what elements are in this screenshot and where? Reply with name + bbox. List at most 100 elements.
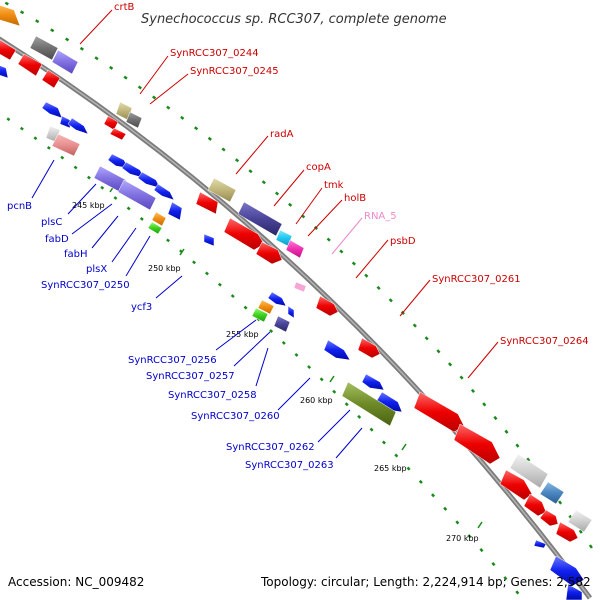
- label-SynRCC307_0257[interactable]: SynRCC307_0257: [146, 371, 235, 382]
- gene-red-6[interactable]: [195, 191, 219, 215]
- tick-dot: [326, 237, 331, 242]
- gene-red-1[interactable]: [0, 39, 17, 61]
- gene-blue-1[interactable]: [41, 101, 63, 119]
- label-SynRCC307_0245[interactable]: SynRCC307_0245: [190, 66, 279, 77]
- gene-darkpurple-0257[interactable]: [273, 315, 291, 333]
- tick-dot: [412, 323, 417, 328]
- gene-blue-8[interactable]: [167, 201, 183, 221]
- tick-dot: [578, 529, 583, 534]
- gene-red-2[interactable]: [17, 53, 43, 77]
- gene-gray-2[interactable]: [125, 111, 143, 129]
- label-RNA_5[interactable]: RNA_5: [364, 211, 397, 222]
- gene-steel-1[interactable]: [539, 481, 565, 505]
- tick-dot: [60, 155, 65, 160]
- gene-crtB-partner[interactable]: [0, 4, 21, 27]
- forward-gene-labels: crtB SynRCC307_0244 SynRCC307_0245 radA …: [79, 2, 589, 379]
- tick-dot: [381, 440, 386, 445]
- label-fabH[interactable]: fabH: [64, 249, 88, 260]
- tick-dot: [351, 261, 356, 266]
- label-crtB[interactable]: crtB: [114, 2, 135, 13]
- gene-red-13[interactable]: [539, 509, 559, 527]
- label-copA[interactable]: copA: [306, 162, 331, 173]
- label-SynRCC307_0261[interactable]: SynRCC307_0261: [432, 274, 521, 285]
- gene-purple-fabD[interactable]: [117, 179, 157, 211]
- gene-red-12[interactable]: [523, 493, 547, 517]
- gene-blue-13[interactable]: [549, 555, 585, 587]
- label-SynRCC307_0263[interactable]: SynRCC307_0263: [245, 460, 334, 471]
- gene-red-7[interactable]: [223, 217, 265, 251]
- gene-blue-5[interactable]: [121, 161, 145, 179]
- tick-245kbp: 245 kbp: [72, 185, 115, 210]
- tick-dot: [261, 180, 266, 185]
- label-fabD[interactable]: fabD: [45, 234, 69, 245]
- tick-dot: [288, 202, 293, 207]
- gene-green-plsX[interactable]: [147, 221, 163, 235]
- gene-pink-small[interactable]: [293, 281, 307, 293]
- gene-lightgray-2[interactable]: [567, 509, 593, 533]
- label-SynRCC307_0250[interactable]: SynRCC307_0250: [41, 280, 130, 291]
- tick-dot: [431, 493, 436, 498]
- label-SynRCC307_0262[interactable]: SynRCC307_0262: [226, 442, 315, 453]
- gene-blue-0258[interactable]: [323, 339, 351, 361]
- gene-blue-12[interactable]: [533, 539, 547, 549]
- label-pcnB[interactable]: pcnB: [7, 201, 32, 212]
- gene-magenta-holB[interactable]: [285, 239, 305, 259]
- gene-orange-0256[interactable]: [257, 299, 275, 315]
- tick-dot: [406, 466, 411, 471]
- tick-dot: [418, 479, 423, 484]
- tick-dot: [482, 402, 487, 407]
- label-SynRCC307_0264[interactable]: SynRCC307_0264: [500, 336, 589, 347]
- tick-dot: [424, 336, 429, 341]
- gene-red-11[interactable]: [499, 469, 533, 501]
- gene-red-10[interactable]: [453, 423, 501, 465]
- label-psbD[interactable]: psbD: [390, 236, 416, 247]
- tick-dot: [33, 136, 38, 141]
- gene-blue-7[interactable]: [153, 183, 175, 201]
- gene-red-3[interactable]: [41, 69, 61, 89]
- gene-blue-3[interactable]: [67, 117, 89, 135]
- tick-dot: [459, 375, 464, 380]
- tick-250kbp: 250 kbp: [148, 248, 185, 273]
- gene-pink-pcnB[interactable]: [51, 133, 81, 157]
- label-radA[interactable]: radA: [270, 129, 294, 140]
- tick-dot: [192, 260, 196, 265]
- label-plsX[interactable]: plsX: [86, 264, 107, 275]
- gene-lightgray-1[interactable]: [509, 453, 549, 489]
- label-SynRCC307_0244[interactable]: SynRCC307_0244: [170, 48, 259, 59]
- label-holB[interactable]: holB: [344, 193, 366, 204]
- gene-orange-fabH[interactable]: [151, 211, 167, 227]
- gene-purple-1[interactable]: [51, 49, 79, 75]
- gene-blue-2[interactable]: [59, 115, 71, 129]
- gene-red-14[interactable]: [555, 521, 579, 543]
- label-SynRCC307_0258[interactable]: SynRCC307_0258: [168, 390, 257, 401]
- gene-green-0256[interactable]: [251, 307, 269, 323]
- gene-blue-6[interactable]: [137, 171, 161, 189]
- tick-dot: [217, 282, 222, 287]
- label-ycf3[interactable]: ycf3: [131, 302, 152, 313]
- gene-khaki-2[interactable]: [207, 177, 237, 203]
- gene-red-8[interactable]: [255, 241, 283, 265]
- gene-blue-0260[interactable]: [361, 373, 385, 391]
- tick-dot: [364, 273, 369, 278]
- gene-gray-1[interactable]: [29, 35, 59, 61]
- gene-darkpurple-copA[interactable]: [237, 201, 283, 237]
- tick-dot: [79, 46, 84, 51]
- gene-red-psbD[interactable]: [315, 295, 339, 317]
- gene-red-9[interactable]: [357, 337, 381, 359]
- gene-red-5[interactable]: [109, 127, 127, 141]
- gene-blue-14[interactable]: [565, 583, 583, 600]
- tick-dot: [194, 126, 199, 131]
- label-plsC[interactable]: plsC: [41, 217, 62, 228]
- label-SynRCC307_0256[interactable]: SynRCC307_0256: [128, 355, 217, 366]
- inner-tick-ring: [6, 117, 520, 595]
- gene-blue-9[interactable]: [203, 233, 215, 247]
- gene-blue-4[interactable]: [107, 153, 129, 169]
- label-tmk[interactable]: tmk: [324, 180, 344, 191]
- tick-dot: [274, 191, 280, 196]
- gene-olive-0262[interactable]: [341, 381, 397, 427]
- label-SynRCC307_0260[interactable]: SynRCC307_0260: [191, 411, 280, 422]
- gene-blue-11[interactable]: [287, 305, 295, 319]
- gene-red-0264[interactable]: [413, 391, 465, 433]
- gene-blue-edge[interactable]: [0, 64, 9, 79]
- gene-blue-10[interactable]: [267, 291, 287, 307]
